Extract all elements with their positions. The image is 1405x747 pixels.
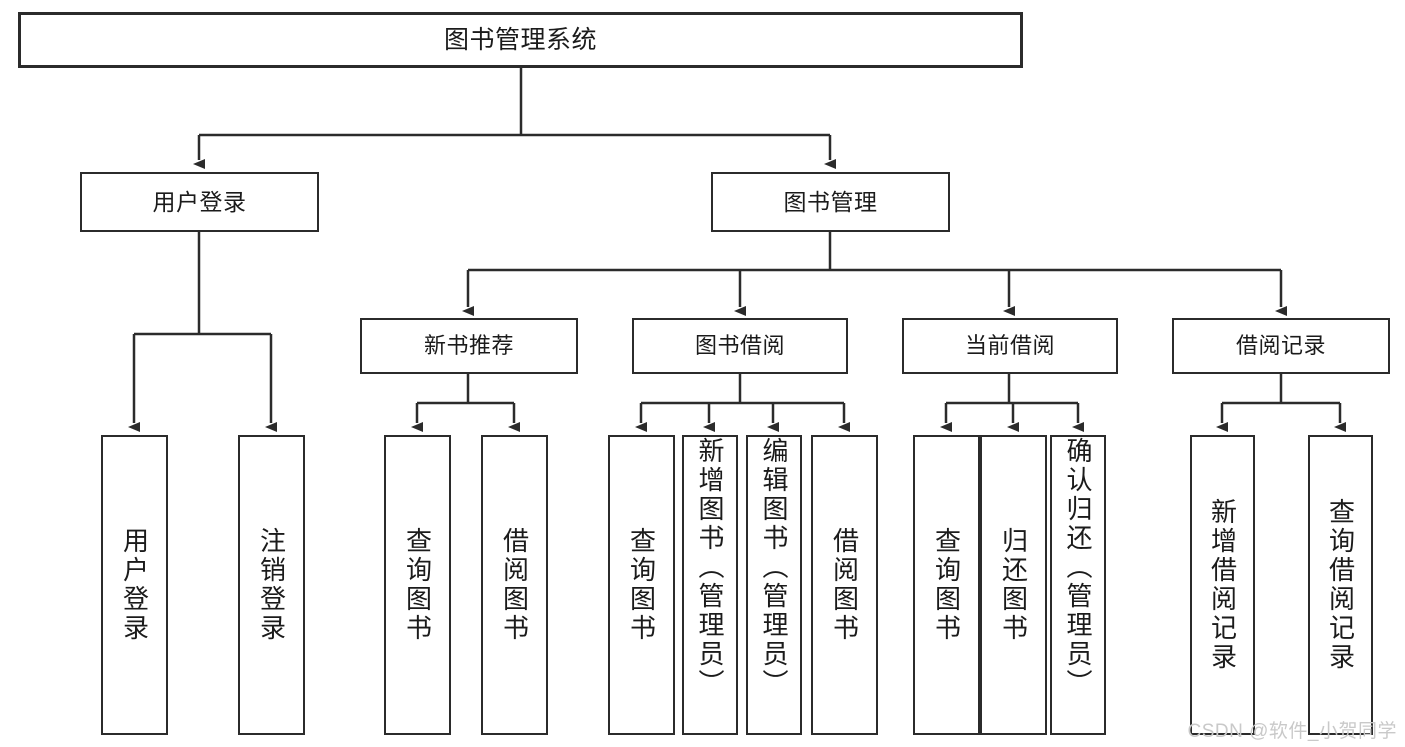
node-new-book-recommend[interactable]: 新书推荐 bbox=[360, 318, 578, 374]
csdn-watermark: CSDN @软件_小贺同学 bbox=[1187, 721, 1397, 742]
leaf-book-borrow-query-book[interactable]: 查询图书 bbox=[608, 435, 675, 735]
leaf-borrow-record-query-record[interactable]: 查询借阅记录 bbox=[1308, 435, 1373, 735]
node-label: 借阅记录 bbox=[1235, 333, 1326, 359]
node-borrow-record[interactable]: 借阅记录 bbox=[1172, 318, 1390, 374]
node-label: 查询图书 bbox=[931, 527, 962, 643]
node-label: 新书推荐 bbox=[423, 333, 514, 359]
leaf-user-login-logout[interactable]: 注销登录 bbox=[238, 435, 305, 735]
leaf-borrow-record-add-record[interactable]: 新增借阅记录 bbox=[1190, 435, 1255, 735]
node-root-book-management-system[interactable]: 图书管理系统 bbox=[18, 12, 1023, 68]
node-label: 用户登录 bbox=[119, 527, 150, 643]
leaf-current-borrow-confirm-return-admin[interactable]: 确认归还（管理员） bbox=[1050, 435, 1106, 735]
node-label: 当前借阅 bbox=[964, 333, 1055, 359]
node-current-borrow[interactable]: 当前借阅 bbox=[902, 318, 1118, 374]
leaf-current-borrow-return-book[interactable]: 归还图书 bbox=[980, 435, 1047, 735]
node-label: 图书管理 bbox=[783, 188, 878, 215]
leaf-book-borrow-edit-book-admin[interactable]: 编辑图书（管理员） bbox=[746, 435, 802, 735]
node-label: 图书管理系统 bbox=[443, 25, 597, 54]
node-label: 借阅图书 bbox=[499, 527, 530, 643]
node-label: 归还图书 bbox=[998, 527, 1029, 643]
node-book-management[interactable]: 图书管理 bbox=[711, 172, 950, 232]
node-label: 用户登录 bbox=[152, 188, 247, 215]
leaf-new-book-query-book[interactable]: 查询图书 bbox=[384, 435, 451, 735]
node-label: 新增图书（管理员） bbox=[695, 437, 725, 698]
leaf-book-borrow-add-book-admin[interactable]: 新增图书（管理员） bbox=[682, 435, 738, 735]
leaf-current-borrow-query-book[interactable]: 查询图书 bbox=[913, 435, 980, 735]
leaf-book-borrow-borrow-book[interactable]: 借阅图书 bbox=[811, 435, 878, 735]
node-label: 查询借阅记录 bbox=[1325, 498, 1356, 672]
node-label: 编辑图书（管理员） bbox=[759, 437, 789, 698]
node-label: 新增借阅记录 bbox=[1207, 498, 1238, 672]
node-label: 确认归还（管理员） bbox=[1063, 437, 1093, 698]
node-label: 图书借阅 bbox=[694, 333, 785, 359]
node-label: 注销登录 bbox=[256, 527, 287, 643]
node-label: 查询图书 bbox=[626, 527, 657, 643]
node-user-login[interactable]: 用户登录 bbox=[80, 172, 319, 232]
node-book-borrow[interactable]: 图书借阅 bbox=[632, 318, 848, 374]
leaf-new-book-borrow-book[interactable]: 借阅图书 bbox=[481, 435, 548, 735]
node-label: 查询图书 bbox=[402, 527, 433, 643]
node-label: 借阅图书 bbox=[829, 527, 860, 643]
leaf-user-login-login[interactable]: 用户登录 bbox=[101, 435, 168, 735]
